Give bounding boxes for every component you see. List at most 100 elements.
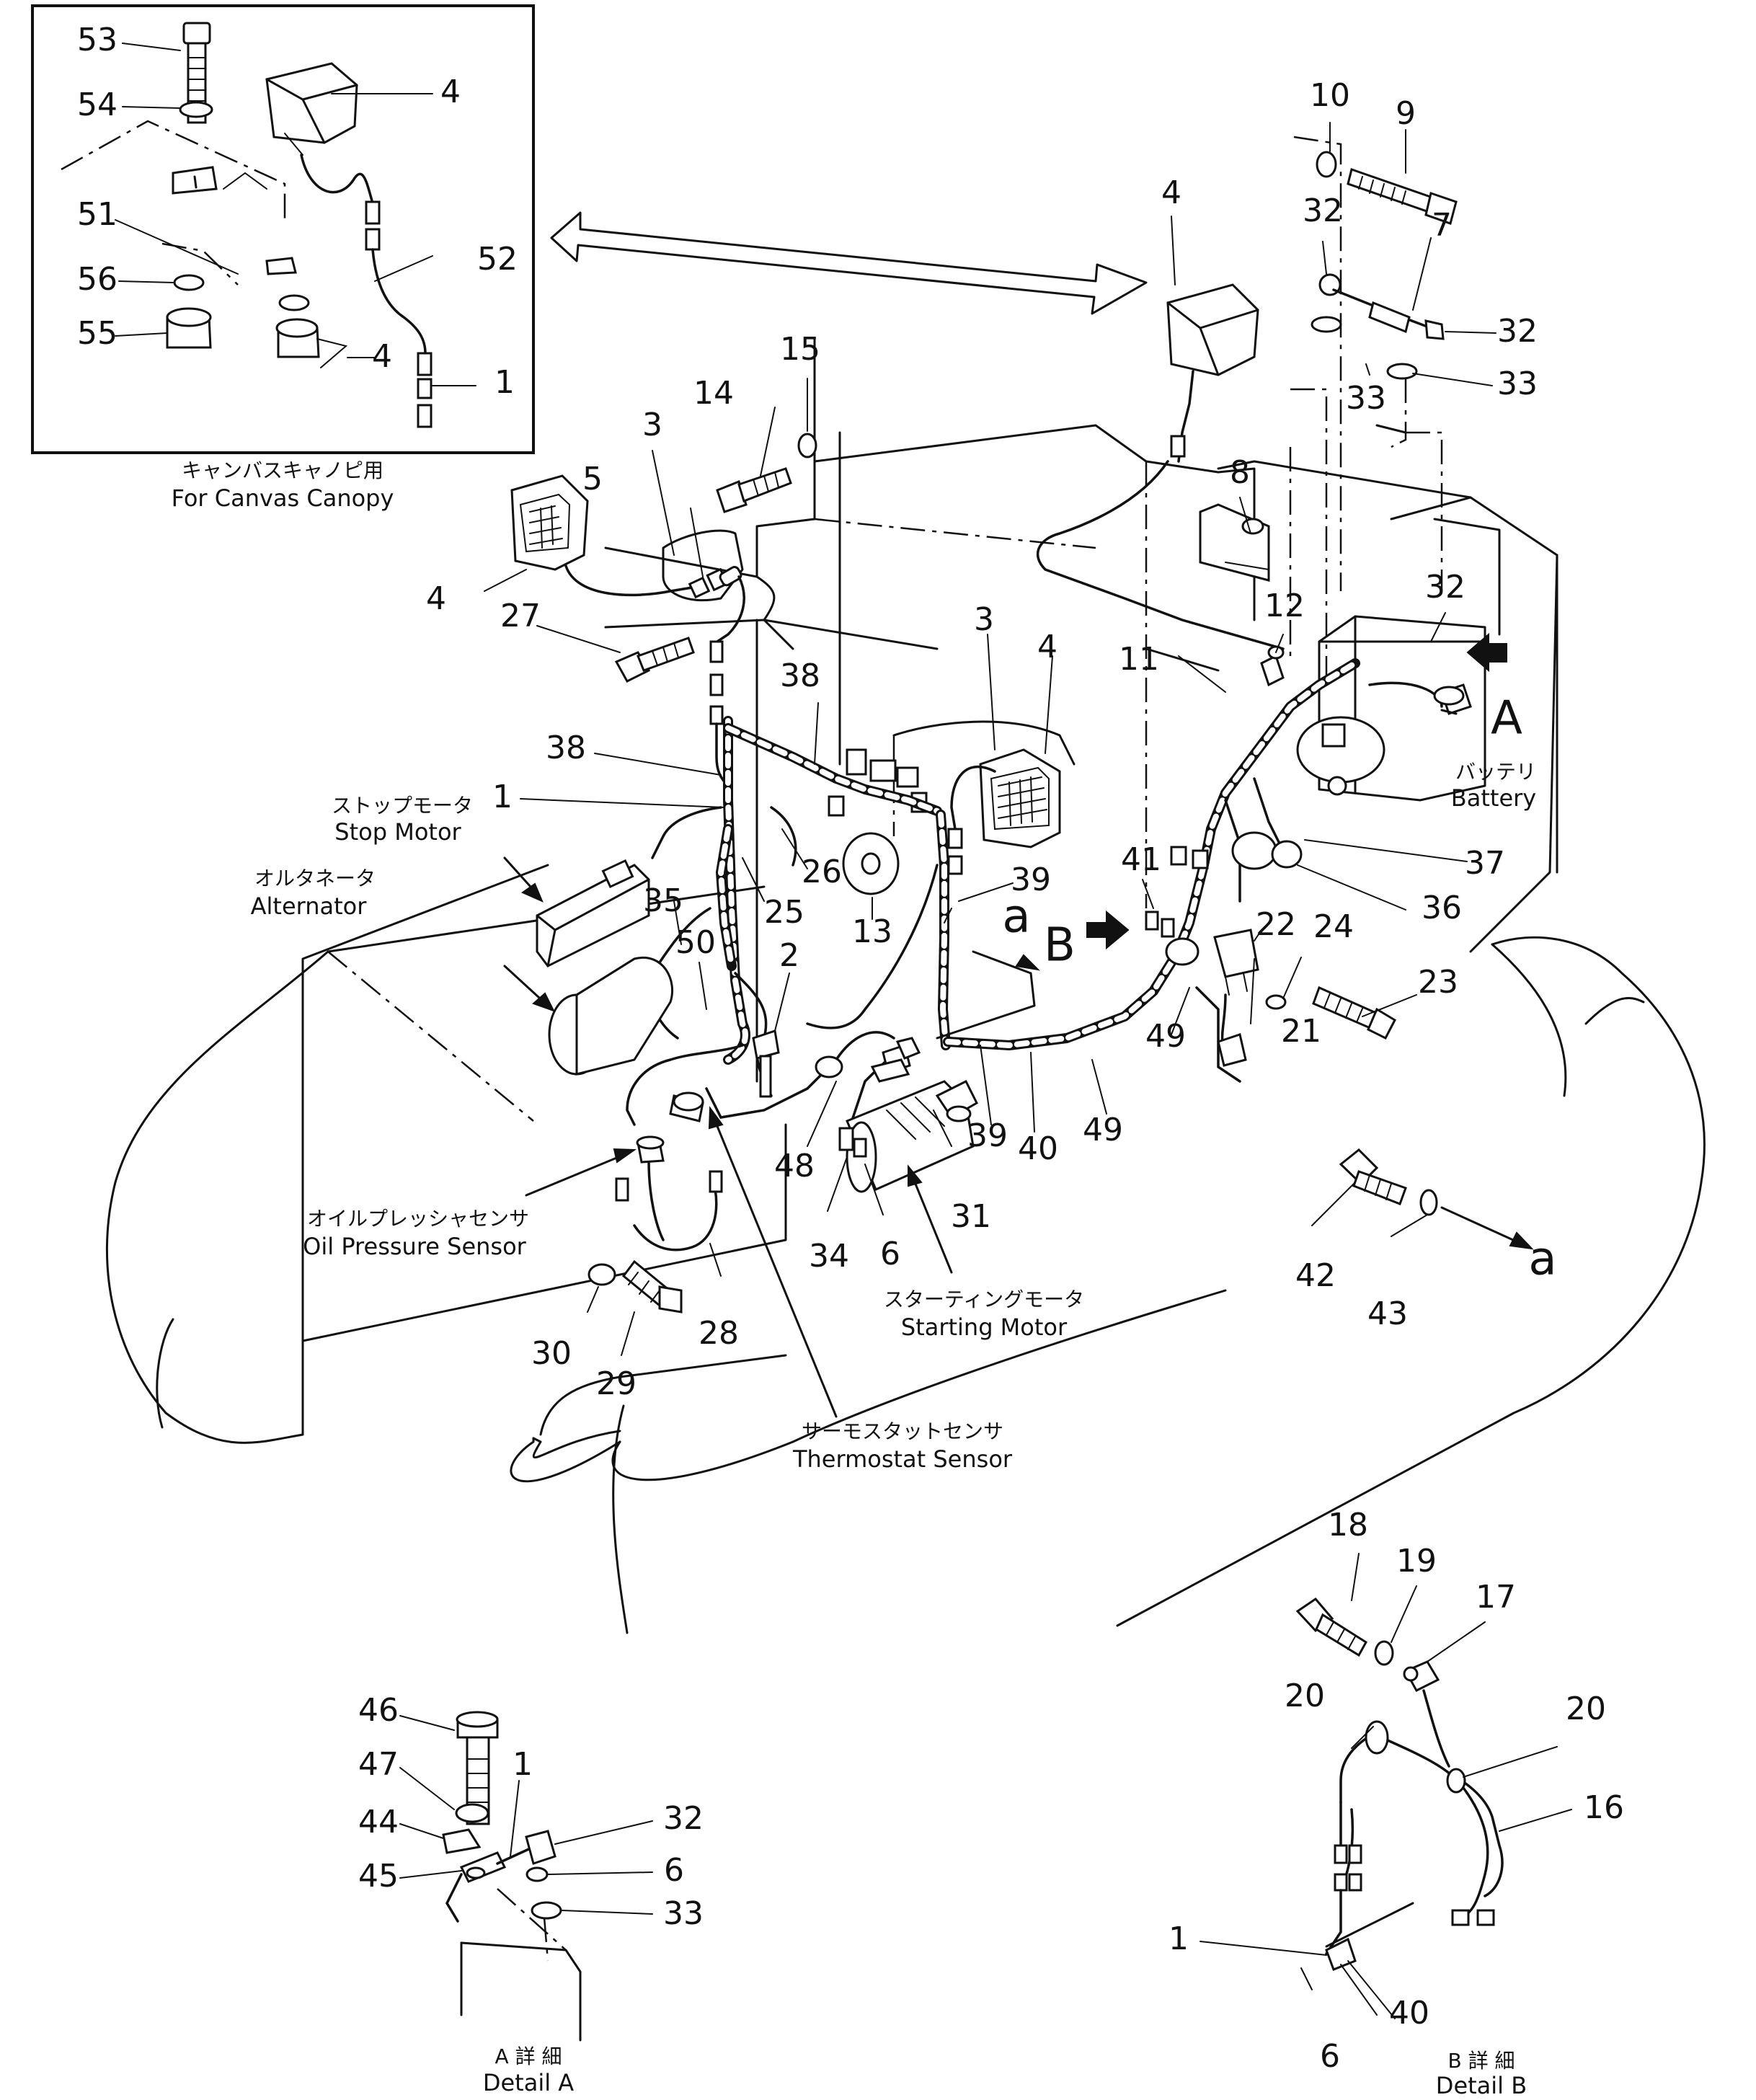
- washer-33b: [1386, 363, 1418, 380]
- detail-a-callout: 32: [663, 1800, 704, 1837]
- callout: 48: [774, 1148, 815, 1184]
- callout: 38: [780, 657, 820, 694]
- washer-43: [1419, 1189, 1438, 1216]
- callout: 35: [643, 882, 683, 919]
- component-36: [1271, 840, 1303, 869]
- callout: 32: [1303, 192, 1343, 229]
- callout: 3: [642, 407, 662, 443]
- callout: 41: [1121, 841, 1161, 878]
- double-arrow: [550, 211, 1148, 315]
- relay-22: [1213, 929, 1259, 1067]
- work-lamp-top: [1037, 283, 1285, 650]
- detail-a-callout: 44: [358, 1804, 399, 1840]
- detail-b-caption-en: Detail B: [1436, 2072, 1527, 2099]
- callout: 29: [596, 1365, 637, 1402]
- callout: 8: [1230, 454, 1250, 491]
- washer-30: [587, 1263, 616, 1286]
- detail-a: 46 47 1 44 32 45 6 33 A 詳 細 Detail A: [358, 1692, 704, 2096]
- inset-washer-54: [179, 101, 213, 118]
- callout: 27: [500, 598, 541, 634]
- callout: 4: [1161, 174, 1181, 211]
- bolt-42: [1339, 1148, 1407, 1205]
- battery-label-jp: バッテリ: [1455, 760, 1536, 784]
- callout: 28: [699, 1315, 739, 1352]
- thermostat-label-jp: サーモスタットセンサ: [802, 1419, 1003, 1443]
- oil-sensor-label-jp: オイルプレッシャセンサ: [307, 1207, 529, 1231]
- main-leaders: [484, 122, 1496, 1356]
- component-2: [752, 1029, 780, 1098]
- stop-motor-label-en: Stop Motor: [334, 818, 461, 846]
- callout: 2: [779, 937, 799, 974]
- clamp-31: [870, 1058, 910, 1083]
- arrow-B: [1086, 910, 1130, 950]
- callout: 39: [1011, 861, 1051, 898]
- inset-bracket-51: [172, 166, 297, 275]
- inset-callout: 53: [77, 22, 117, 58]
- inset-callout: 51: [77, 196, 117, 233]
- inset-washer-56: [173, 274, 205, 291]
- detail-a-callout: 1: [513, 1746, 533, 1783]
- callout: 21: [1281, 1013, 1321, 1050]
- bolt-14: [716, 467, 792, 513]
- detail-a-washer-47: [455, 1803, 489, 1823]
- detail-a-plate-44: [442, 1828, 482, 1854]
- thermostat-sensor: [669, 1091, 704, 1122]
- callout: 32: [1497, 313, 1538, 350]
- battery-cable-7: [1318, 273, 1445, 340]
- washer-24: [1265, 994, 1287, 1010]
- detail-b-caption-jp: B 詳 細: [1447, 2049, 1515, 2073]
- callout: 30: [531, 1335, 572, 1372]
- main-wiring-harness: [716, 658, 1360, 1065]
- battery-label-en: Battery: [1451, 784, 1536, 812]
- detail-b-callout: 40: [1389, 1995, 1429, 2032]
- callout: 6: [880, 1236, 900, 1272]
- callout: 15: [780, 331, 820, 368]
- inset-work-lamp: [265, 62, 433, 428]
- main-callouts: 10 9 4 32 7 32 33 33 15 14 3 5 8 4 27 12…: [426, 77, 1538, 1402]
- washer-10: [1316, 151, 1337, 178]
- detail-a-terminal: [445, 1830, 562, 1923]
- bolt-23: [1312, 985, 1396, 1040]
- callout: 26: [802, 854, 842, 890]
- stop-motor: [536, 859, 650, 967]
- callout: 11: [1119, 641, 1159, 678]
- callout: 23: [1418, 964, 1458, 1001]
- callout: 36: [1422, 890, 1462, 926]
- callout: 32: [1425, 569, 1465, 606]
- horn-13: [842, 832, 900, 895]
- inset-caption-en: For Canvas Canopy: [172, 484, 394, 512]
- callout: 37: [1465, 845, 1505, 882]
- bolt-9: [1347, 168, 1458, 225]
- bracket-8: [1199, 503, 1270, 582]
- callout: 13: [852, 913, 892, 950]
- oil-sensor-label-en: Oil Pressure Sensor: [303, 1233, 526, 1260]
- detail-b-callout: 17: [1476, 1579, 1516, 1616]
- clamp-48: [815, 1055, 843, 1078]
- detail-letter-A: A: [1491, 692, 1522, 745]
- bolt-27: [614, 637, 695, 683]
- washer-33a: [1311, 316, 1342, 333]
- bolt-29: [621, 1259, 683, 1313]
- arrow-to-a: [1440, 1206, 1522, 1245]
- callout: 5: [582, 461, 603, 497]
- callout: 38: [546, 730, 586, 766]
- detail-a-callout: 45: [358, 1858, 399, 1895]
- detail-a-callout: 6: [664, 1852, 684, 1889]
- callout: 33: [1346, 380, 1386, 417]
- inset-callout: 52: [477, 241, 518, 278]
- view-a-marker: [936, 950, 1036, 1040]
- inset-callout: 55: [77, 315, 117, 352]
- inset-nut: [275, 318, 320, 358]
- callout: 12: [1264, 588, 1305, 624]
- wire-3-left: [709, 575, 745, 787]
- detail-a-callout: 47: [358, 1746, 399, 1783]
- detail-b-connector-17: [1403, 1660, 1440, 1692]
- callout: 4: [426, 580, 446, 617]
- detail-b-callout: 20: [1566, 1691, 1606, 1727]
- alternator-label-jp: オルタネータ: [254, 867, 376, 890]
- inset-frame: [31, 4, 535, 454]
- detail-a-caption-en: Detail A: [483, 2069, 574, 2096]
- inset-callout: 4: [372, 338, 392, 375]
- detail-a-callout: 33: [663, 1895, 704, 1932]
